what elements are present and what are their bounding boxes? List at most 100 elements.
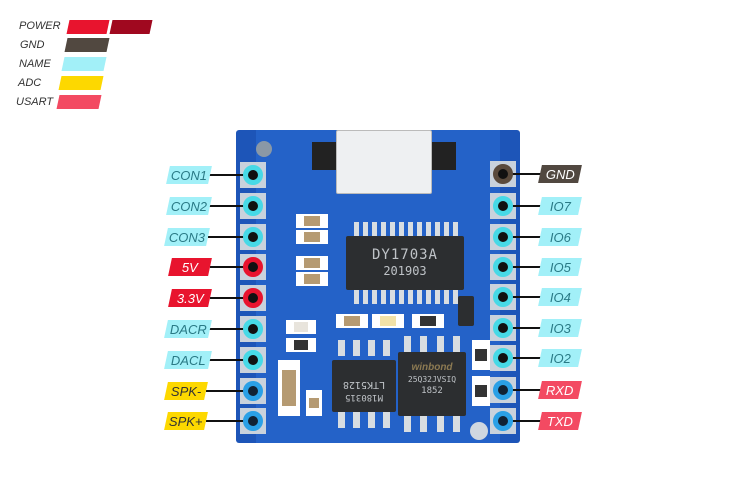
pin-lead xyxy=(506,173,542,175)
legend-label-adc: ADC xyxy=(18,77,42,89)
flash-chip-date: 1852 xyxy=(421,386,443,396)
label-io5: IO5 xyxy=(538,258,582,276)
pin-lead xyxy=(210,266,244,268)
flash-legs-bottom xyxy=(404,416,460,432)
label-dacr: DACR xyxy=(164,320,212,338)
label-io4: IO4 xyxy=(538,288,582,306)
pin-dacl[interactable] xyxy=(243,350,263,370)
legend-label-power: POWER xyxy=(19,20,61,32)
capacitor xyxy=(286,320,316,334)
transistor xyxy=(458,296,474,326)
pin-lead xyxy=(506,327,542,329)
capacitor xyxy=(306,390,322,416)
main-chip-dy1703a: DY1703A 201903 xyxy=(346,236,464,290)
pin-lead xyxy=(208,359,244,361)
capacitor xyxy=(296,256,328,270)
pin-5v[interactable] xyxy=(243,257,263,277)
pin-con3[interactable] xyxy=(243,227,263,247)
amp-legs-top xyxy=(338,340,390,356)
label-5v: 5V xyxy=(168,258,212,276)
label-con3: CON3 xyxy=(164,228,210,246)
pin-io4[interactable] xyxy=(493,287,513,307)
label-rxd: RXD xyxy=(538,381,582,399)
mounting-hole xyxy=(256,141,272,157)
legend-swatch-adc xyxy=(58,76,104,90)
usb-shield-tab-right xyxy=(430,142,456,170)
label-spk-minus: SPK- xyxy=(164,382,208,400)
pin-gnd[interactable] xyxy=(493,164,513,184)
pin-io6[interactable] xyxy=(493,227,513,247)
pin-lead xyxy=(506,389,542,391)
pin-rxd[interactable] xyxy=(493,380,513,400)
pin-3v3[interactable] xyxy=(243,288,263,308)
label-io7: IO7 xyxy=(538,197,582,215)
pin-io7[interactable] xyxy=(493,196,513,216)
capacitor xyxy=(336,314,368,328)
pin-lead xyxy=(210,297,244,299)
label-txd: TXD xyxy=(538,412,582,430)
label-gnd: GND xyxy=(538,165,582,183)
capacitor xyxy=(296,230,328,244)
pin-dacr[interactable] xyxy=(243,319,263,339)
label-dacl: DACL xyxy=(164,351,212,369)
pin-con2[interactable] xyxy=(243,196,263,216)
label-io2: IO2 xyxy=(538,349,582,367)
chip-legs-bottom xyxy=(354,290,458,304)
usb-connector xyxy=(336,130,432,194)
label-io3: IO3 xyxy=(538,319,582,337)
legend-swatch-power xyxy=(66,20,110,34)
pin-io3[interactable] xyxy=(493,318,513,338)
chip-legs-top xyxy=(354,222,458,236)
led xyxy=(372,314,404,328)
pin-lead xyxy=(208,174,244,176)
large-capacitor xyxy=(278,360,300,416)
pin-lead xyxy=(506,205,542,207)
resistor xyxy=(472,376,490,406)
amp-chip-label: LTK5128 xyxy=(342,379,386,390)
amp-legs-bottom xyxy=(338,412,390,428)
label-con1: CON1 xyxy=(166,166,212,184)
flash-legs-top xyxy=(404,336,460,352)
flash-chip-brand: winbond xyxy=(411,362,453,373)
pin-txd[interactable] xyxy=(493,411,513,431)
pin-lead xyxy=(506,266,542,268)
legend-label-name: NAME xyxy=(19,58,51,70)
label-spk-plus: SPK+ xyxy=(164,412,208,430)
flash-chip-winbond: winbond 25Q32JVSIQ 1852 xyxy=(398,352,466,416)
pin-con1[interactable] xyxy=(243,165,263,185)
pin-lead xyxy=(506,420,542,422)
legend-swatch-power-dark xyxy=(109,20,153,34)
pin-spk-minus[interactable] xyxy=(243,381,263,401)
pin-lead xyxy=(208,328,244,330)
resistor xyxy=(286,338,316,352)
pin-lead xyxy=(208,236,244,238)
resistor xyxy=(472,340,490,370)
amp-chip-ltk5128: M180315 LTK5128 xyxy=(332,360,396,412)
legend-swatch-usart xyxy=(56,95,102,109)
pin-lead xyxy=(208,205,244,207)
label-3v3: 3.3V xyxy=(168,289,212,307)
label-con2: CON2 xyxy=(166,197,212,215)
usb-shield-tab-left xyxy=(312,142,338,170)
resistor xyxy=(412,314,444,328)
pin-lead xyxy=(506,357,542,359)
main-chip-label: DY1703A xyxy=(371,247,438,263)
pin-lead xyxy=(206,420,244,422)
legend-swatch-name xyxy=(61,57,107,71)
main-chip-date: 201903 xyxy=(383,264,427,278)
pin-io2[interactable] xyxy=(493,348,513,368)
capacitor xyxy=(296,214,328,228)
amp-chip-code: M180315 xyxy=(345,392,383,402)
pin-lead xyxy=(506,236,542,238)
pin-io5[interactable] xyxy=(493,257,513,277)
pin-spk-plus[interactable] xyxy=(243,411,263,431)
legend-label-gnd: GND xyxy=(20,39,45,51)
legend-swatch-gnd xyxy=(64,38,110,52)
pin-lead xyxy=(506,296,542,298)
flash-chip-part: 25Q32JVSIQ xyxy=(407,375,457,384)
capacitor xyxy=(296,272,328,286)
legend-label-usart: USART xyxy=(16,96,54,108)
pin-lead xyxy=(206,390,244,392)
test-pad xyxy=(470,422,488,440)
label-io6: IO6 xyxy=(538,228,582,246)
